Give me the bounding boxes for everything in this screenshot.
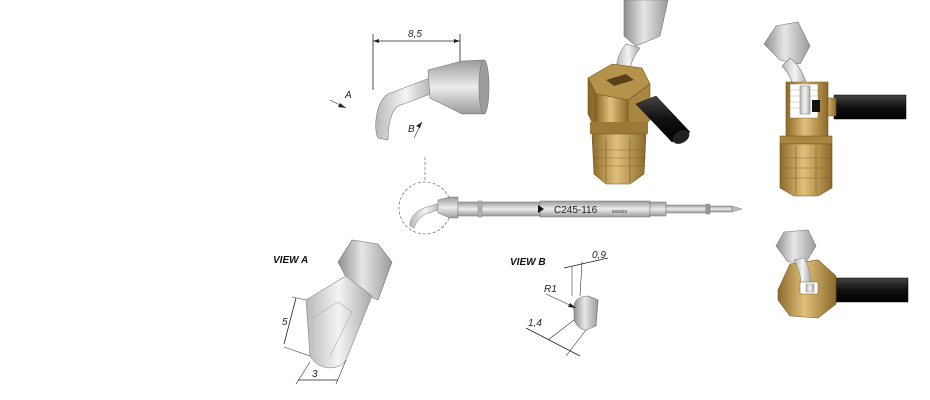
handle-top-view [775,229,909,319]
handle-section [763,21,907,197]
dim-offset-view-b: 1,4 [528,318,542,329]
view-b-title: VIEW B [510,257,546,268]
view-b: VIEW B 0,9 R1 1,4 [510,250,609,357]
cartridge: C245-116 xxxxxx [398,157,743,235]
handle-perspective [587,0,691,185]
dim-length-view-a: 5 [282,317,288,328]
arrow-a-label: A [344,90,352,101]
arrow-b-label: B [408,124,415,135]
dim-thickness-view-b: 0,9 [592,250,606,261]
cartridge-model: C245-116 [554,205,598,216]
view-a-title: VIEW A [273,255,308,266]
dim-width-top: 8,5 [408,29,422,40]
cartridge-serial: xxxxxx [612,209,628,215]
view-a: VIEW A 5 3 [273,239,393,385]
dim-width-view-a: 3 [312,369,318,380]
tip-top-view: 8,5 A B [329,29,490,141]
radius-view-b: R1 [544,284,557,295]
